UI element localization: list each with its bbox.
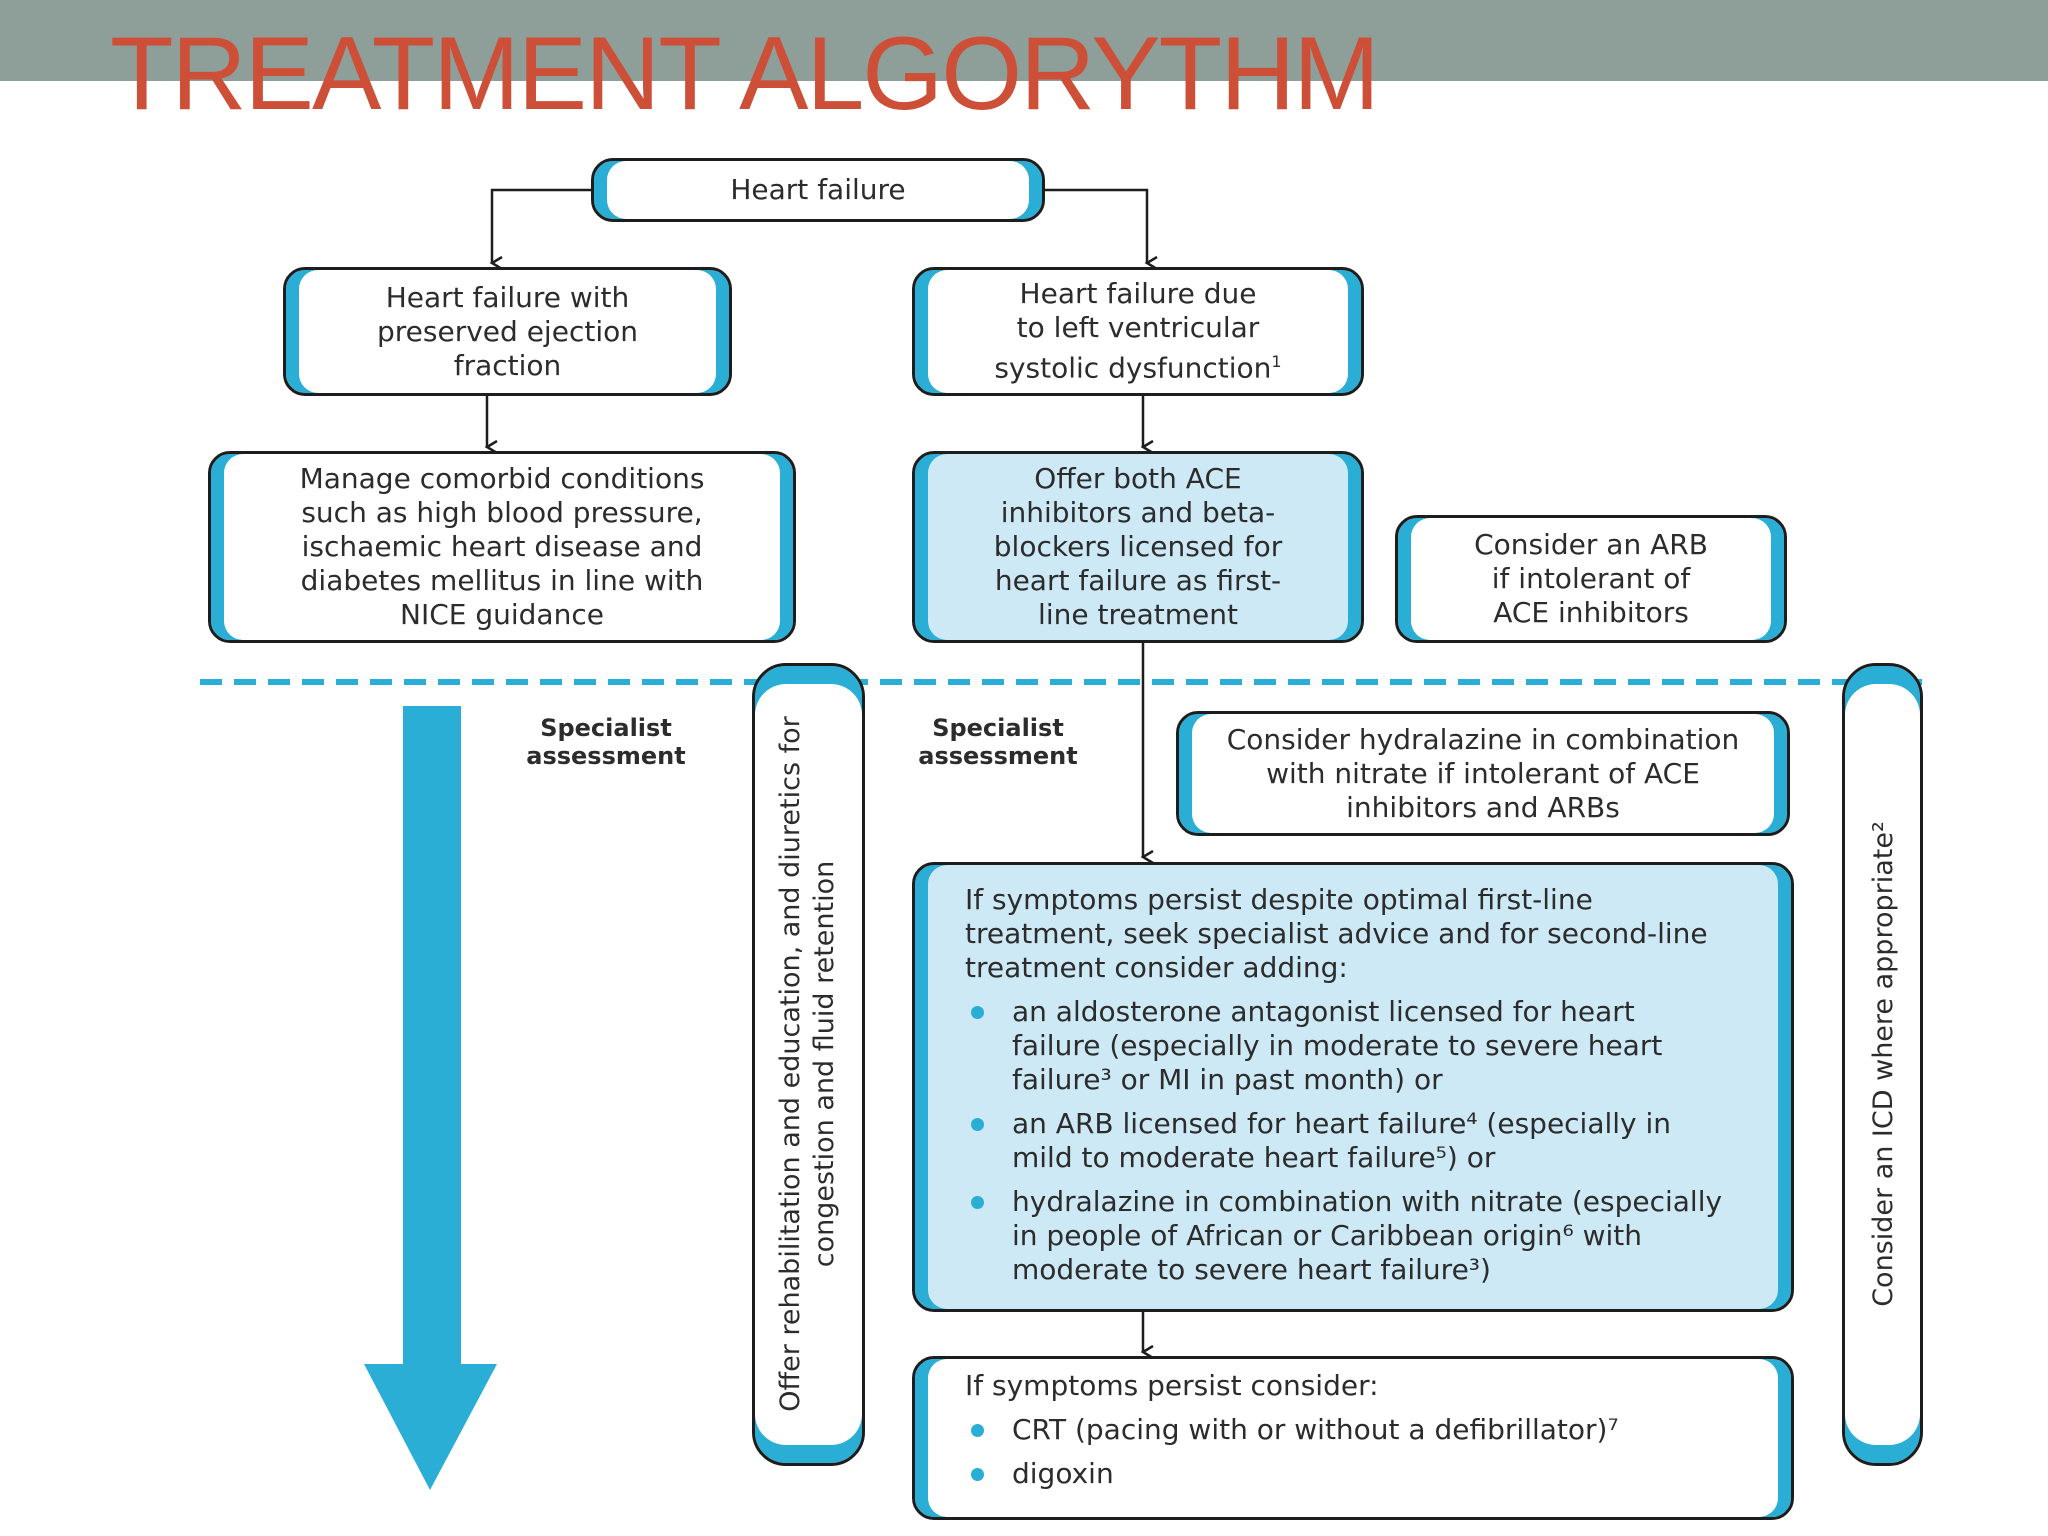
heart-failure-box: Heart failure bbox=[591, 158, 1045, 222]
specialist-assessment-right: Specialist assessment bbox=[918, 714, 1078, 770]
title-bar bbox=[0, 0, 2048, 81]
final-options-box: If symptoms persist consider: CRT (pacin… bbox=[912, 1356, 1794, 1520]
arb-option-label: Consider an ARB if intolerant of ACE inh… bbox=[1474, 528, 1708, 629]
hydralazine-option-box: Consider hydralazine in combination with… bbox=[1176, 711, 1790, 836]
bullet-icon bbox=[971, 1118, 984, 1131]
hfpef-label: Heart failure with preserved ejection fr… bbox=[377, 280, 638, 382]
option-arb: an ARB licensed for heart failure⁴ (espe… bbox=[1012, 1107, 1672, 1174]
hydralazine-option-label: Consider hydralazine in combination with… bbox=[1226, 722, 1740, 824]
bullet-icon bbox=[971, 1424, 984, 1437]
arb-option-box: Consider an ARB if intolerant of ACE inh… bbox=[1395, 515, 1787, 643]
list-item: an aldosterone antagonist licensed for h… bbox=[965, 995, 1722, 1097]
lvsd-box: Heart failure due to left ventricular sy… bbox=[912, 267, 1364, 396]
option-hydralazine: hydralazine in combination with nitrate … bbox=[1012, 1185, 1723, 1286]
bullet-icon bbox=[971, 1468, 984, 1481]
list-item: CRT (pacing with or without a defibrilla… bbox=[965, 1413, 1619, 1447]
list-item: an ARB licensed for heart failure⁴ (espe… bbox=[965, 1107, 1722, 1175]
progression-arrow bbox=[364, 706, 497, 1490]
icd-box bbox=[1842, 663, 1923, 1466]
list-item: digoxin bbox=[965, 1457, 1619, 1491]
hfpef-box: Heart failure with preserved ejection fr… bbox=[283, 267, 732, 396]
bullet-icon bbox=[971, 1006, 984, 1019]
lvsd-footnote: 1 bbox=[1271, 352, 1282, 372]
rehabilitation-box bbox=[752, 663, 865, 1466]
second-line-options: an aldosterone antagonist licensed for h… bbox=[965, 995, 1722, 1287]
second-line-box: If symptoms persist despite optimal firs… bbox=[912, 862, 1794, 1312]
option-crt: CRT (pacing with or without a defibrilla… bbox=[1012, 1413, 1619, 1446]
lvsd-label: Heart failure due to left ventricular sy… bbox=[994, 277, 1272, 385]
manage-comorbid-box: Manage comorbid conditions such as high … bbox=[208, 451, 796, 643]
second-line-intro: If symptoms persist despite optimal firs… bbox=[965, 883, 1708, 984]
manage-comorbid-label: Manage comorbid conditions such as high … bbox=[299, 462, 705, 631]
first-line-box: Offer both ACE inhibitors and beta- bloc… bbox=[912, 451, 1364, 643]
option-aldosterone: an aldosterone antagonist licensed for h… bbox=[1012, 995, 1663, 1096]
heart-failure-label: Heart failure bbox=[730, 173, 906, 206]
rehabilitation-label: Offer rehabilitation and education, and … bbox=[775, 716, 840, 1412]
connector-root-to-lvsd bbox=[1040, 188, 1147, 263]
icd-label: Consider an ICD where appropriate² bbox=[1868, 821, 1899, 1307]
bullet-icon bbox=[971, 1196, 984, 1209]
specialist-assessment-left: Specialist assessment bbox=[526, 714, 686, 770]
connector-root-to-hfpef bbox=[492, 188, 596, 263]
option-digoxin: digoxin bbox=[1012, 1457, 1114, 1490]
first-line-label: Offer both ACE inhibitors and beta- bloc… bbox=[993, 462, 1283, 631]
list-item: hydralazine in combination with nitrate … bbox=[965, 1185, 1722, 1287]
final-intro: If symptoms persist consider: bbox=[965, 1369, 1379, 1402]
final-options: CRT (pacing with or without a defibrilla… bbox=[965, 1413, 1619, 1491]
slide-title: TREATMENT ALGORYTHM bbox=[110, 16, 1380, 132]
